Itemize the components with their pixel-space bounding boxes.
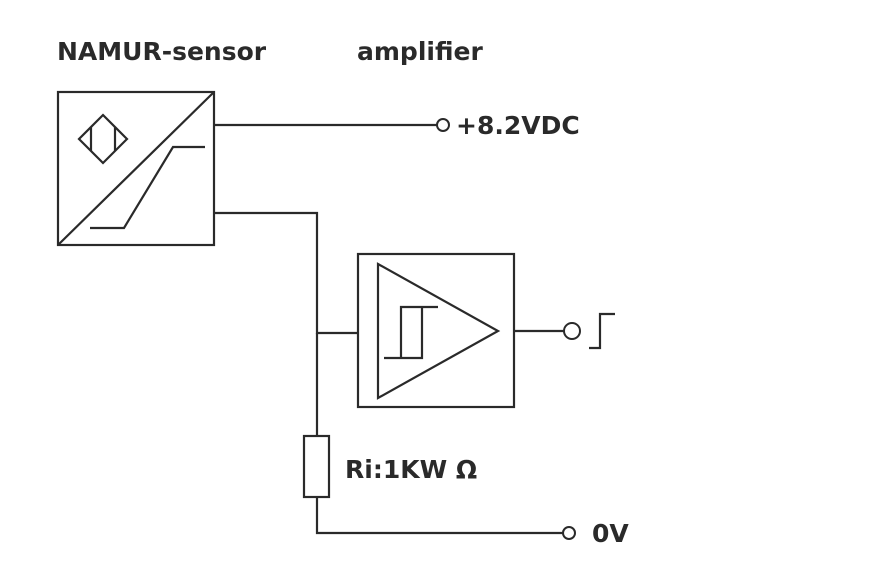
sensor-box bbox=[56, 90, 216, 247]
supply-terminal bbox=[436, 118, 450, 132]
ramp-characteristic-icon bbox=[90, 145, 205, 230]
namur-sensor-block bbox=[56, 90, 216, 247]
signal-wire bbox=[214, 211, 358, 335]
supply-terminal-label: +8.2VDC bbox=[456, 111, 580, 140]
step-signal-icon bbox=[589, 312, 615, 350]
proximity-diamond-icon bbox=[77, 113, 129, 165]
sensor-diagonal bbox=[57, 91, 215, 246]
ground-terminal bbox=[562, 526, 576, 540]
hysteresis-loop-icon bbox=[384, 305, 438, 360]
amplifier-block bbox=[356, 252, 516, 409]
ground-terminal-label: 0V bbox=[592, 519, 629, 548]
resistor-symbol bbox=[302, 434, 331, 499]
triangle-amplifier-icon bbox=[376, 262, 501, 400]
amplifier-title: amplifier bbox=[357, 37, 483, 66]
resistor-label: Ri:1KW Ω bbox=[345, 455, 477, 484]
output-terminal bbox=[563, 322, 581, 340]
sensor-title: NAMUR-sensor bbox=[57, 37, 267, 66]
amplifier-box bbox=[356, 252, 516, 409]
ground-wire bbox=[315, 497, 563, 535]
